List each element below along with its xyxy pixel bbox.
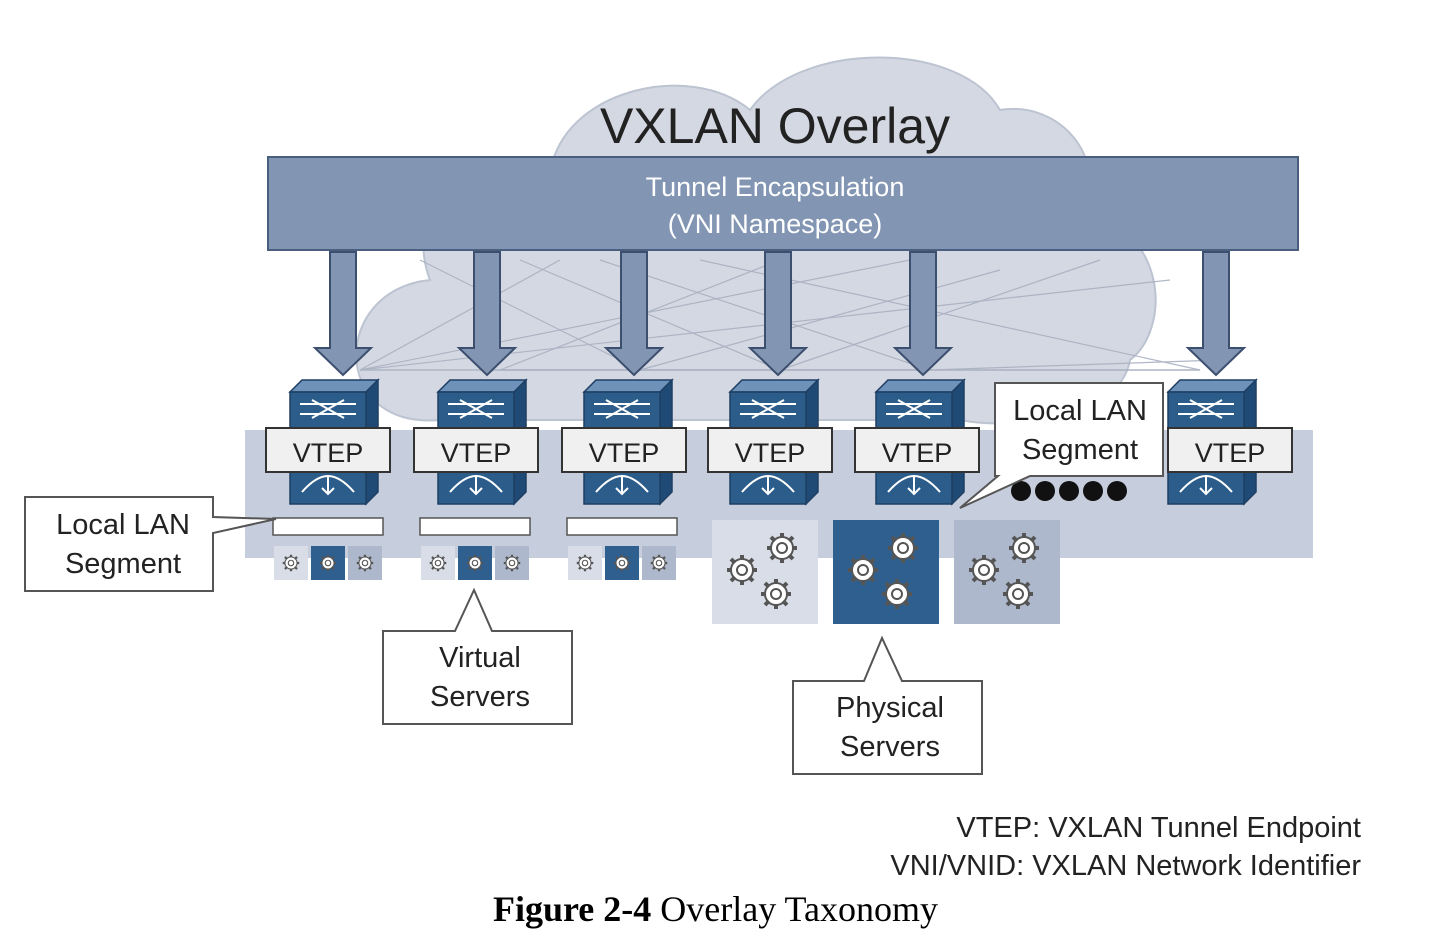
tunnel-label-line2: (VNI Namespace)	[668, 209, 883, 239]
gear-icon	[759, 577, 793, 611]
gear-icon	[967, 553, 1001, 587]
gear-icon	[886, 531, 920, 565]
vtep-label: VTEP	[293, 438, 364, 468]
vtep-label: VTEP	[735, 438, 806, 468]
vtep-label: VTEP	[882, 438, 953, 468]
svg-text:Physical: Physical	[836, 692, 944, 724]
svg-text:Servers: Servers	[840, 731, 940, 763]
ellipsis-dots-icon	[1011, 481, 1127, 501]
gear-icon	[281, 553, 301, 573]
gear-icon	[725, 553, 759, 587]
svg-text:Segment: Segment	[1022, 434, 1138, 466]
tunnel-label-line1: Tunnel Encapsulation	[646, 172, 905, 202]
gear-icon	[575, 553, 595, 573]
callout-local-lan-left: Local LAN Segment	[24, 496, 277, 592]
legend-vtep: VTEP: VXLAN Tunnel Endpoint	[956, 812, 1361, 844]
gear-icon	[649, 553, 669, 573]
gear-icon	[880, 577, 914, 611]
gear-icon	[1001, 577, 1035, 611]
callout-local-lan-right: Local LAN Segment	[959, 382, 1164, 509]
arrow-down-icon	[747, 251, 809, 377]
tunnel-mesh-lines	[359, 259, 1221, 371]
legend-vni: VNI/VNID: VXLAN Network Identifier	[890, 850, 1361, 882]
gear-icon	[428, 553, 448, 573]
gear-icon	[765, 531, 799, 565]
physical-servers-group	[712, 520, 1060, 624]
arrow-down-icon	[312, 251, 374, 377]
vtep-label: VTEP	[1195, 438, 1266, 468]
vtep-label: VTEP	[589, 438, 660, 468]
svg-text:Virtual: Virtual	[439, 642, 521, 674]
callout-physical-servers: Physical Servers	[792, 635, 983, 775]
figure-caption: Figure 2-4 Overlay Taxonomy	[0, 888, 1431, 930]
arrow-down-icon	[456, 251, 518, 377]
svg-text:Local LAN: Local LAN	[1013, 395, 1147, 427]
gear-icon	[355, 553, 375, 573]
gear-icon	[846, 553, 880, 587]
tunnel-arrows	[312, 251, 1247, 377]
arrow-down-icon	[892, 251, 954, 377]
callout-virtual-servers: Virtual Servers	[382, 587, 573, 725]
tunnel-encapsulation-bar	[267, 156, 1299, 251]
gear-icon	[318, 553, 338, 573]
svg-text:Servers: Servers	[430, 681, 530, 713]
arrow-down-icon	[1185, 251, 1247, 377]
overlay-title: VXLAN Overlay	[600, 98, 950, 154]
gear-icon	[465, 553, 485, 573]
figure-number: Figure 2-4	[492, 889, 652, 929]
svg-text:Segment: Segment	[65, 548, 181, 580]
virtual-servers-group	[274, 546, 676, 580]
gear-icon	[502, 553, 522, 573]
gear-icon	[612, 553, 632, 573]
virtual-lan-segments	[272, 517, 678, 536]
gear-icon	[1007, 531, 1041, 565]
vtep-labels: VTEP VTEP VTEP VTEP VTEP VTEP	[265, 427, 1293, 473]
svg-text:Local LAN: Local LAN	[56, 509, 190, 541]
vtep-label: VTEP	[441, 438, 512, 468]
figure-title: Overlay Taxonomy	[660, 889, 939, 929]
arrow-down-icon	[603, 251, 665, 377]
